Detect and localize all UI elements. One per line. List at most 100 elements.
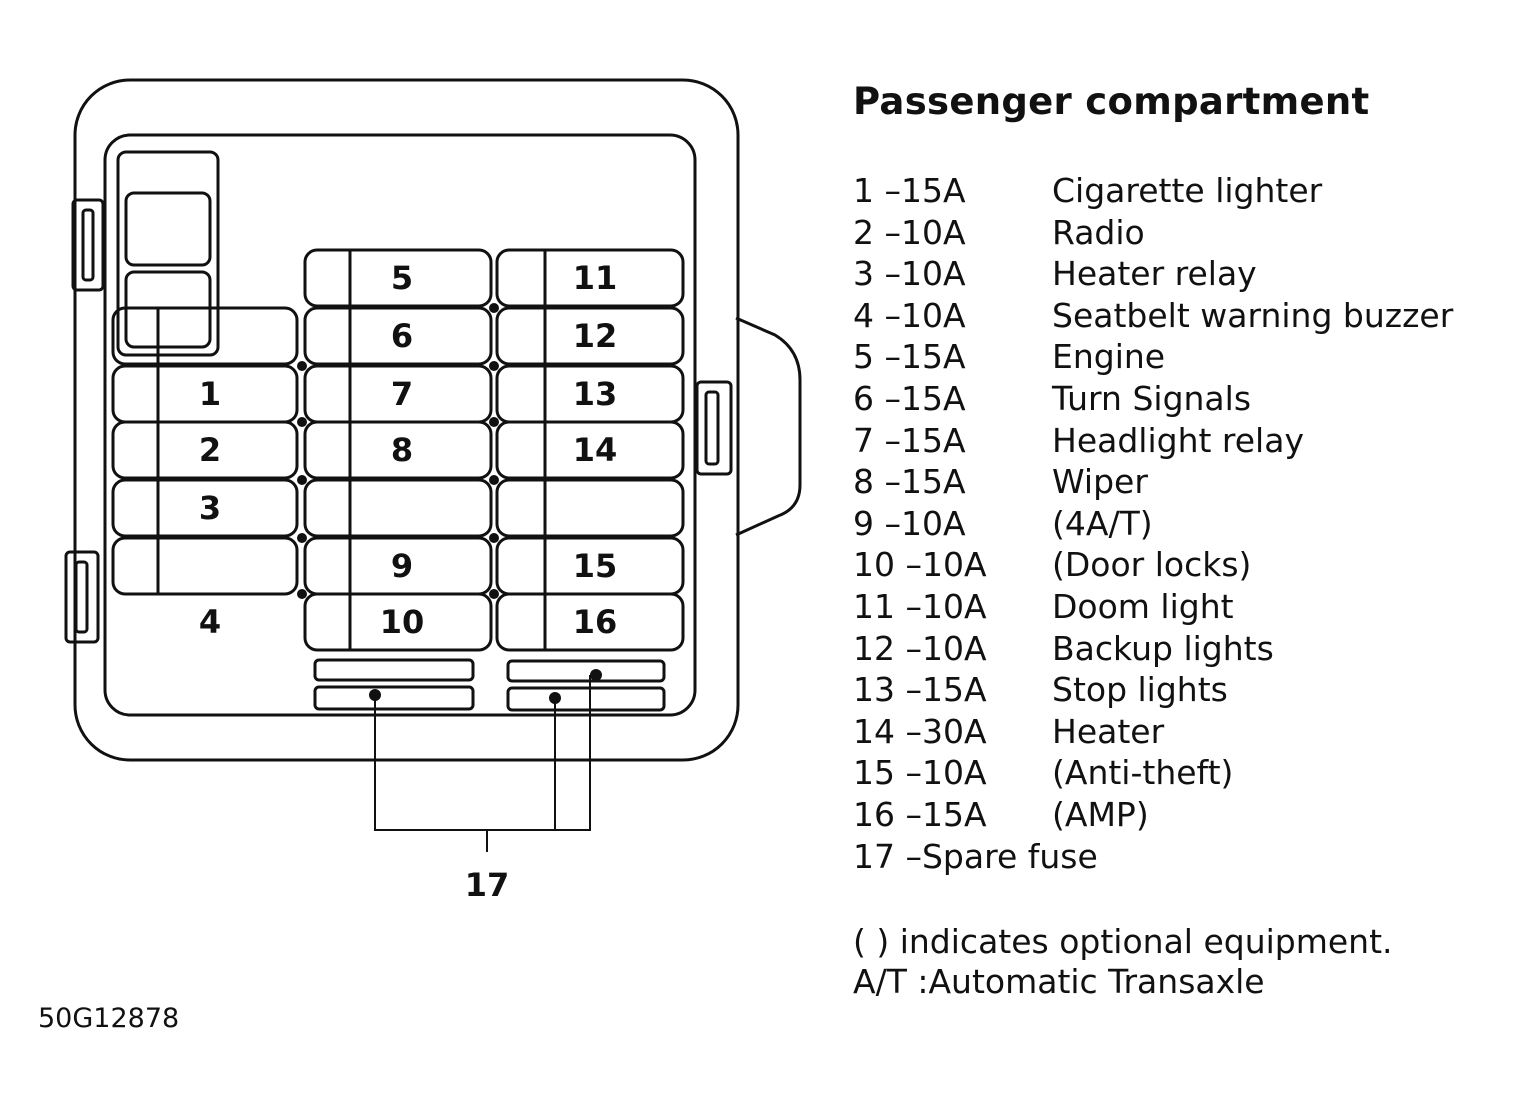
fuse-number-label: 9 <box>391 547 413 585</box>
fuse-slot <box>495 306 685 366</box>
fuse-code: 9 –10A <box>853 503 966 543</box>
legend-row: 4 –10A Seatbelt warning buzzer <box>853 295 1453 337</box>
spare-fuse-slot <box>313 685 475 711</box>
fuse-code: 3 –10A <box>853 254 966 294</box>
fuse-slot <box>495 478 685 538</box>
right-connector-tab <box>735 316 802 537</box>
legend-row: 13 –15A Stop lights <box>853 669 1453 711</box>
fuse-code: 10 –10A <box>853 545 987 585</box>
fuse-description: Doom light <box>1052 586 1234 626</box>
fuse-number-label: 11 <box>573 259 618 297</box>
fuse-description: (4A/T) <box>1052 503 1153 543</box>
legend-row: 2 –10A Radio <box>853 212 1453 254</box>
fuse-description: Turn Signals <box>1052 378 1252 418</box>
page-title: Passenger compartment <box>853 80 1370 123</box>
fuse-code: 16 –15A <box>853 794 987 834</box>
fuse-description: Backup lights <box>1052 628 1274 668</box>
fuse-number-label: 15 <box>573 547 618 585</box>
legend-row: 9 –10A (4A/T) <box>853 503 1453 545</box>
fuse-description: (Door locks) <box>1052 545 1252 585</box>
optional-equipment-note: ( ) indicates optional equipment. <box>853 922 1393 961</box>
legend-row: 15 –10A (Anti-theft) <box>853 752 1453 794</box>
fuse-code: 14 –30A <box>853 711 987 751</box>
fuse-number-label: 1 <box>199 375 221 413</box>
fuse-code: 7 –15A <box>853 420 966 460</box>
fuse-slot <box>303 478 493 538</box>
fuse-code: 13 –15A <box>853 670 987 710</box>
fuse-number-label: 14 <box>573 431 618 469</box>
fuse-number-label: 2 <box>199 431 221 469</box>
fuse-description: Engine <box>1052 337 1166 377</box>
relay-block <box>116 150 220 357</box>
fuse-slot <box>111 478 299 538</box>
fuse-code: 12 –10A <box>853 628 987 668</box>
fuse-code: 1 –15A <box>853 171 966 210</box>
fuse-description: Stop lights <box>1052 670 1228 710</box>
spare-fuse-slot <box>313 658 475 682</box>
legend-row: 1 –15A Cigarette lighter <box>853 170 1453 212</box>
fuse-description: Radio <box>1052 212 1145 252</box>
legend-row: 3 –10A Heater relay <box>853 253 1453 295</box>
fuse-description: (Anti-theft) <box>1052 753 1234 793</box>
legend-row: 7 –15A Headlight relay <box>853 420 1453 462</box>
fuse-slot <box>495 592 685 652</box>
fuse-description: Headlight relay <box>1052 420 1304 460</box>
fuse-slot <box>303 306 493 366</box>
fuse-number-label: 5 <box>391 259 413 297</box>
fuse-code: 15 –10A <box>853 753 987 793</box>
legend-row: 16 –15A (AMP) <box>853 794 1453 836</box>
left-lower-clip <box>64 550 100 644</box>
fuse-slot <box>303 248 493 308</box>
legend-row: 6 –15A Turn Signals <box>853 378 1453 420</box>
fuse-code: 4 –10A <box>853 295 966 335</box>
legend-row: 14 –30A Heater <box>853 711 1453 753</box>
fuse-slot <box>303 420 493 480</box>
legend-row: 5 –15A Engine <box>853 336 1453 378</box>
right-clip <box>695 380 733 476</box>
left-upper-clip <box>71 198 105 292</box>
legend-row: 10 –10A (Door locks) <box>853 544 1453 586</box>
legend-row: 8 –15A Wiper <box>853 461 1453 503</box>
fuse-slot <box>495 420 685 480</box>
spare-fuse-code: 17 –Spare fuse <box>853 836 1098 876</box>
fuse-description: Cigarette lighter <box>1052 171 1323 210</box>
spare-fuse-slot <box>506 659 666 683</box>
fuse-code: 11 –10A <box>853 586 987 626</box>
fuse-number-label: 6 <box>391 317 413 355</box>
fuse-number-label: 4 <box>199 603 221 641</box>
fuse-code: 5 –15A <box>853 337 966 377</box>
fuse-tray <box>103 133 697 717</box>
fuse-box-housing <box>73 78 740 762</box>
fuse-slot <box>495 248 685 308</box>
relay-upper <box>124 191 212 267</box>
spare-fuse-slot <box>506 686 666 712</box>
abbreviation-note: A/T :Automatic Transaxle <box>853 962 1265 1001</box>
fuse-slot <box>111 420 299 480</box>
fuse-slot <box>303 592 493 652</box>
fuse-code: 6 –15A <box>853 378 966 418</box>
fuse-number-label: 13 <box>573 375 618 413</box>
fuse-number-label: 3 <box>199 489 221 527</box>
fuse-number-label: 12 <box>573 317 618 355</box>
fuse-description: (AMP) <box>1052 794 1149 834</box>
fuse-description: Seatbelt warning buzzer <box>1052 295 1454 335</box>
fuse-description: Heater relay <box>1052 254 1257 294</box>
fuse-description: Wiper <box>1052 462 1148 502</box>
fuse-number-label: 10 <box>380 603 425 641</box>
spare-fuse-leader <box>374 675 591 831</box>
fuse-slot <box>111 536 299 596</box>
fuse-number-label: 16 <box>573 603 618 641</box>
fuse-number-label: 8 <box>391 431 413 469</box>
legend-row: 12 –10A Backup lights <box>853 628 1453 670</box>
legend-row: 11 –10A Doom light <box>853 586 1453 628</box>
figure-reference: 50G12878 <box>38 1003 180 1034</box>
fuse-code: 8 –15A <box>853 462 966 502</box>
fuse-description: Heater <box>1052 711 1165 751</box>
legend-row-spare: 17 –Spare fuse <box>853 836 1453 878</box>
spare-fuse-label: 17 <box>465 866 510 904</box>
fuse-number-label: 7 <box>391 375 413 413</box>
fuse-code: 2 –10A <box>853 212 966 252</box>
fuse-slot <box>111 306 299 366</box>
